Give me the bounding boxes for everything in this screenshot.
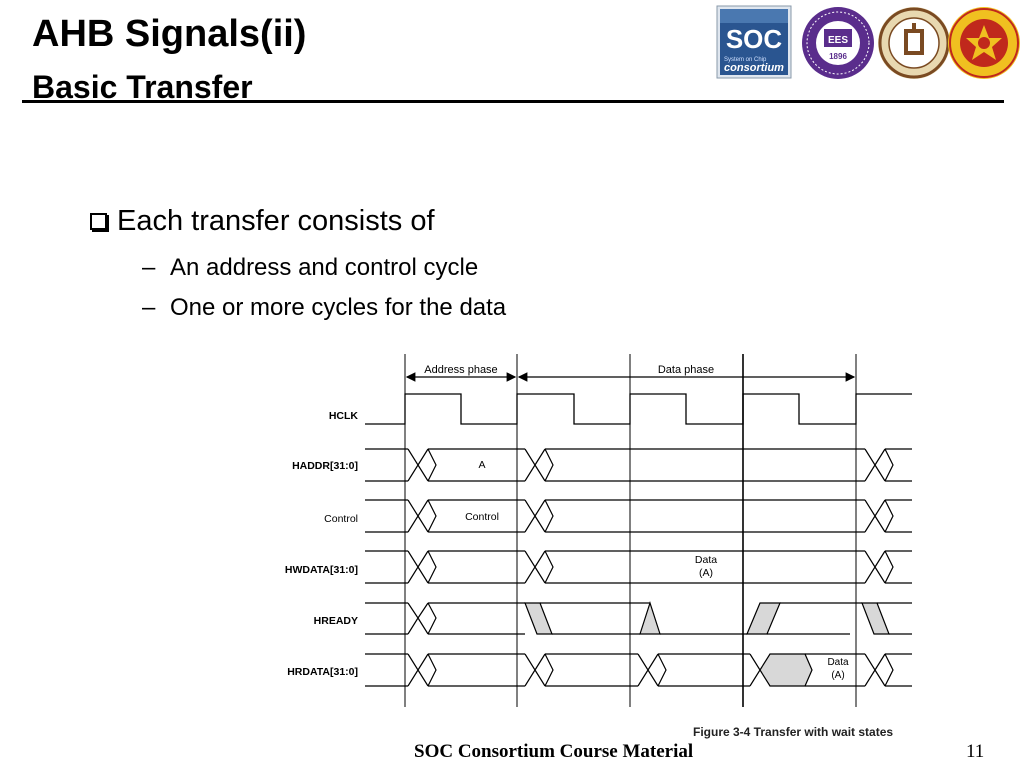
bullet-item: Each transfer consists of <box>90 205 435 238</box>
dash-bullet-icon: – <box>142 294 156 321</box>
ees-logo-text: EES <box>828 35 848 46</box>
haddr-value: A <box>478 459 485 471</box>
soc-consortium-logo: SOC System on Chip consortium <box>716 5 792 79</box>
hready-label: HREADY <box>314 615 358 627</box>
bullet-text: Each transfer consists of <box>117 205 435 237</box>
signal-labels: HCLK HADDR[31:0] Control HWDATA[31:0] HR… <box>285 410 359 678</box>
footer-text: SOC Consortium Course Material <box>414 741 694 762</box>
sub-bullet-text: One or more cycles for the data <box>170 294 507 321</box>
haddr-label: HADDR[31:0] <box>292 460 358 472</box>
hwdata-waveform <box>365 550 912 584</box>
timing-diagram: Address phase Data phase HCLK HADDR[31:0… <box>260 352 960 757</box>
ees-logo: EES 1896 <box>802 7 874 79</box>
soc-logo-text: SOC <box>726 24 783 54</box>
hready-waveform <box>365 601 912 635</box>
hrdata-value-line2: (A) <box>831 670 844 681</box>
control-waveform <box>365 499 912 533</box>
slide-subtitle: Basic Transfer <box>32 69 253 105</box>
soc-logo-name: consortium <box>724 62 784 74</box>
hclk-waveform <box>365 393 912 425</box>
logo-strip: SOC System on Chip consortium EES 1896 <box>716 4 1022 82</box>
control-value: Control <box>465 511 499 523</box>
sub-bullet-item: –One or more cycles for the data <box>142 294 506 322</box>
hrdata-label: HRDATA[31:0] <box>287 666 358 678</box>
hwdata-value-line1: Data <box>695 554 717 566</box>
data-phase-label: Data phase <box>658 364 714 376</box>
ees-logo-year: 1896 <box>829 52 847 61</box>
address-phase-label: Address phase <box>424 364 497 376</box>
dash-bullet-icon: – <box>142 254 156 281</box>
university-emblem-logo <box>948 7 1020 79</box>
sub-bullet-text: An address and control cycle <box>170 254 479 281</box>
hrdata-value-line1: Data <box>827 657 849 668</box>
page-number: 11 <box>966 741 985 762</box>
sub-bullet-item: –An address and control cycle <box>142 254 478 282</box>
hclk-label: HCLK <box>329 410 359 422</box>
hrdata-waveform <box>365 653 912 687</box>
hwdata-label: HWDATA[31:0] <box>285 564 358 576</box>
title-underline <box>22 100 1004 103</box>
slide-title: AHB Signals(ii) <box>32 13 307 55</box>
control-label: Control <box>324 513 358 525</box>
figure-caption: Figure 3-4 Transfer with wait states <box>693 725 893 739</box>
soc-logo-tagline: System on Chip <box>724 57 767 63</box>
phase-markers: Address phase Data phase <box>405 362 856 382</box>
hwdata-value-line2: (A) <box>699 567 713 579</box>
checkbox-bullet-icon <box>90 213 107 230</box>
university-seal-logo <box>878 7 950 79</box>
haddr-waveform <box>365 448 912 482</box>
